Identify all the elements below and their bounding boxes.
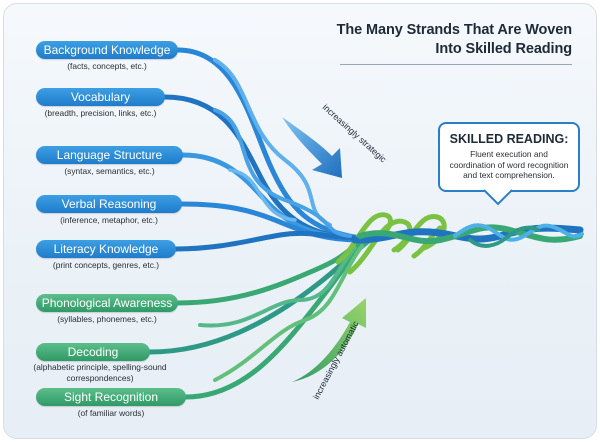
strand-twist-green-1 xyxy=(198,246,357,328)
detail-language-structure: (syntax, semantics, etc.) xyxy=(64,166,155,176)
label-sight-recognition: Sight Recognition xyxy=(36,388,186,406)
strand-twist-3 xyxy=(228,168,297,222)
label-decoding: Decoding xyxy=(36,343,150,361)
skilled-reading-description: Fluent execution and coordination of wor… xyxy=(440,149,578,181)
automatic-arrow-shape xyxy=(292,298,366,382)
strand-literacy-knowledge xyxy=(173,230,363,252)
strategic-arrow: increasingly strategic xyxy=(282,102,389,178)
skilled-reading-line-2: coordination of word recognition xyxy=(449,159,569,170)
skilled-reading-line-1: Fluent execution and xyxy=(470,149,548,159)
strand-background-knowledge xyxy=(175,47,363,241)
label-phonological-awareness: Phonological Awareness xyxy=(36,294,178,312)
label-background-knowledge: Background Knowledge xyxy=(36,41,178,59)
detail-literacy-knowledge: (print concepts, genres, etc.) xyxy=(52,260,160,270)
detail-vocabulary: (breadth, precision, links, etc.) xyxy=(44,108,157,118)
title-divider xyxy=(340,64,572,65)
detail-phonological-awareness: (syllables, phonemes, etc.) xyxy=(57,314,157,324)
strand-twist-1 xyxy=(213,58,332,227)
automatic-arrow-label: increasingly automatic xyxy=(311,319,361,401)
detail-sight-recognition: (of familiar words) xyxy=(77,408,145,418)
strategic-arrow-shape xyxy=(282,117,342,178)
strand-twist-green-2 xyxy=(213,244,364,382)
strand-twist-2 xyxy=(213,108,352,238)
skilled-reading-line-3: and text comprehension. xyxy=(463,170,555,180)
label-verbal-reasoning: Verbal Reasoning xyxy=(36,195,182,213)
label-literacy-knowledge: Literacy Knowledge xyxy=(36,240,176,258)
detail-verbal-reasoning: (inference, metaphor, etc.) xyxy=(60,215,158,225)
automatic-arrow: increasingly automatic xyxy=(292,298,366,401)
label-vocabulary: Vocabulary xyxy=(36,88,165,106)
skilled-reading-title: SKILLED READING: xyxy=(449,132,569,146)
skilled-reading-callout: SKILLED READING: Fluent execution and co… xyxy=(438,122,580,192)
language-strands xyxy=(162,47,363,252)
main-rope xyxy=(351,223,584,248)
detail-decoding-line-2: correspondences) xyxy=(66,373,134,383)
diagram-title-line-2: Into Skilled Reading xyxy=(435,41,572,57)
label-language-structure: Language Structure xyxy=(36,146,183,164)
detail-background-knowledge: (facts, concepts, etc.) xyxy=(67,61,147,71)
diagram-title-line-1: The Many Strands That Are Woven xyxy=(336,22,572,38)
callout-pointer xyxy=(483,188,513,206)
detail-decoding: (alphabetic principle, spelling-sound xyxy=(33,362,167,372)
